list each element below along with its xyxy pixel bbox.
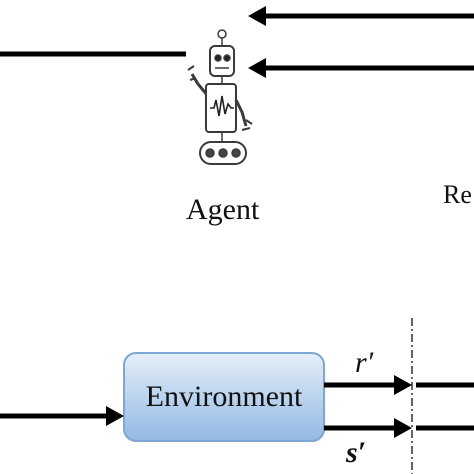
robot-icon	[187, 29, 253, 165]
reward-label: Re	[443, 180, 472, 209]
action-input-arrow	[0, 406, 124, 426]
environment-box	[123, 352, 325, 442]
state-feedback-arrow	[248, 6, 474, 26]
reward-feedback-arrow	[248, 58, 474, 78]
environment-label: Environment	[145, 380, 303, 413]
next-state-label: s′	[346, 436, 367, 469]
agent-label: Agent	[186, 193, 260, 226]
reward-output-arrow	[324, 375, 474, 395]
next-reward-label: r′	[355, 346, 374, 379]
state-output-arrow	[324, 418, 474, 438]
